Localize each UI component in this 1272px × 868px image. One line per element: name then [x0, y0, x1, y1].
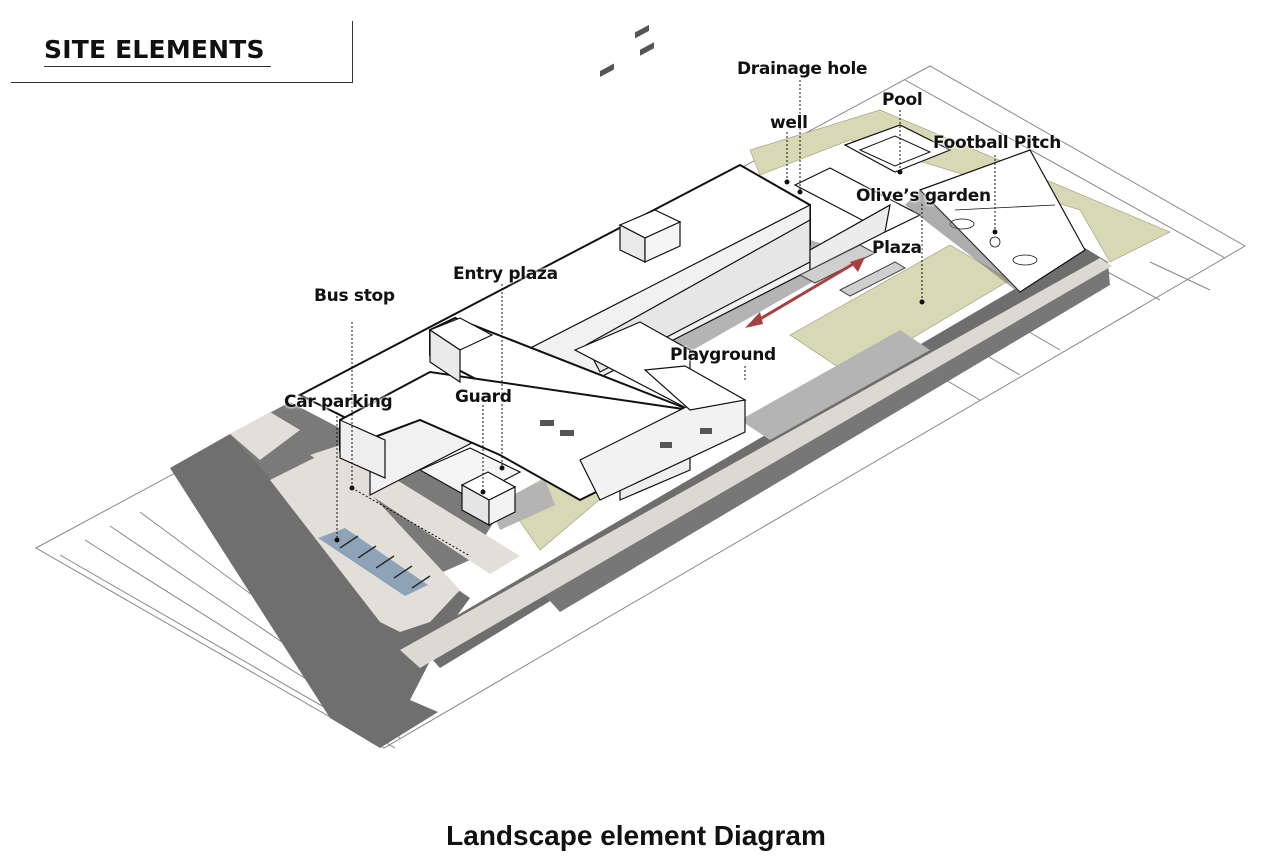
label-car-parking: Car parking	[284, 392, 393, 412]
label-well: well	[770, 113, 808, 133]
label-olives-garden: Olive’s garden	[856, 186, 991, 206]
building-windows	[540, 24, 712, 448]
diagram-caption: Landscape element Diagram	[446, 820, 826, 851]
site-elements-title-box: SITE ELEMENTS	[11, 21, 353, 83]
label-pool: Pool	[882, 90, 923, 110]
road-network	[170, 248, 1112, 748]
parking-stalls	[318, 528, 431, 596]
plaza-ramps	[798, 244, 907, 297]
entry-structures	[418, 447, 522, 527]
sports-zone	[793, 124, 1086, 293]
label-football-pitch: Football Pitch	[933, 133, 1062, 153]
leader-dots	[334, 169, 998, 543]
label-guard: Guard	[455, 387, 512, 407]
leader-lines	[336, 80, 996, 557]
label-entry-plaza: Entry plaza	[453, 264, 558, 284]
label-playground: Playground	[670, 345, 776, 365]
school-building	[297, 163, 811, 502]
label-drainage-hole: Drainage hole	[737, 59, 868, 79]
circulation-arrow	[745, 257, 865, 328]
page-title: SITE ELEMENTS	[44, 35, 271, 67]
label-plaza: Plaza	[872, 238, 922, 258]
label-bus-stop: Bus stop	[314, 286, 395, 306]
